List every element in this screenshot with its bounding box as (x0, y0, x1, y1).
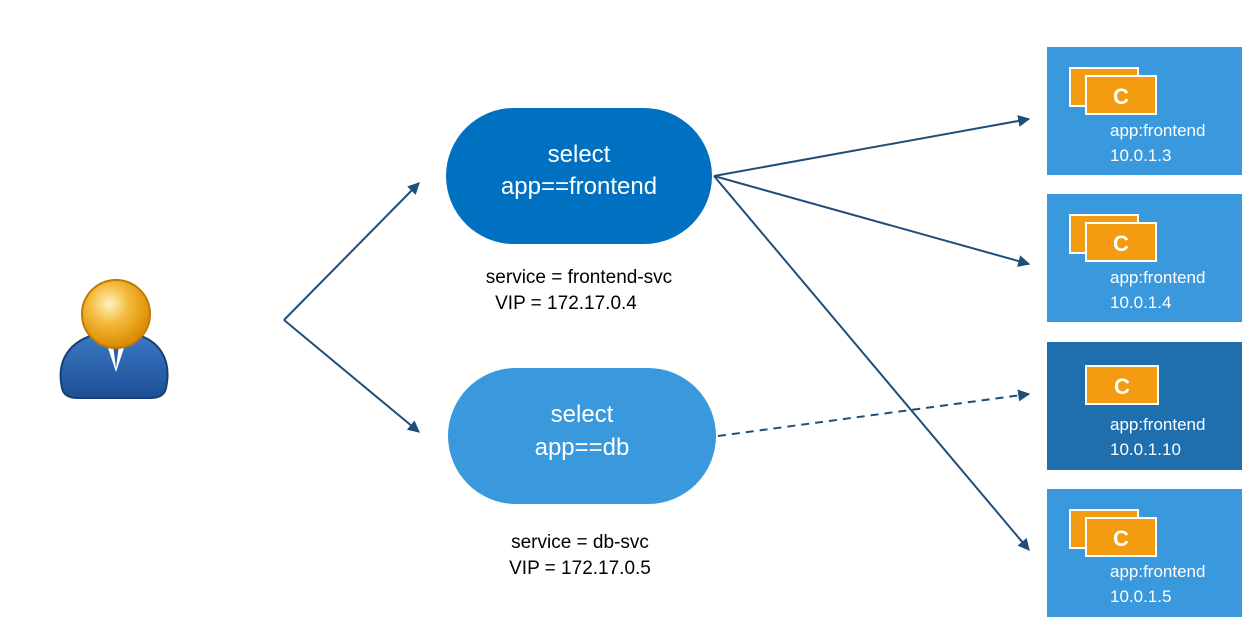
service-frontend-vip-label: VIP = 172.17.0.4 (495, 293, 637, 314)
service-frontend-line2: app==frontend (501, 173, 657, 200)
service-frontend-name-label: service = frontend-svc (486, 267, 672, 288)
pod-box (1047, 342, 1242, 470)
container-icon (1085, 517, 1157, 557)
pod-label: app:frontend (1110, 268, 1205, 287)
pod-label: app:frontend (1110, 562, 1205, 581)
edge-client-to-frontend-svc (283, 182, 420, 321)
pod-label: app:frontend (1110, 415, 1205, 434)
pod-label: app:frontend (1110, 121, 1205, 140)
pod-ip: 10.0.1.10 (1110, 440, 1181, 459)
container-icon (1085, 222, 1157, 262)
edge-frontend-svc-to-pod-2 (713, 175, 1031, 267)
pod-ip: 10.0.1.4 (1110, 293, 1171, 312)
container-letter: C (1113, 231, 1129, 256)
service-frontend-line1: select (548, 141, 611, 168)
pod-ip: 10.0.1.3 (1110, 146, 1171, 165)
edge-frontend-svc-to-pod-4 (713, 175, 1030, 551)
user-head (81, 279, 151, 349)
service-db-line2: app==db (535, 434, 630, 461)
container-letter: C (1113, 526, 1129, 551)
container-letter: C (1114, 374, 1130, 399)
service-frontend-shape (446, 108, 712, 244)
service-db-vip-label: VIP = 172.17.0.5 (509, 558, 651, 579)
pod-4: C app:frontend 10.0.1.5 (1047, 489, 1242, 617)
container-letter: C (1113, 84, 1129, 109)
service-db-line1: select (551, 401, 614, 428)
service-db: select app==db service = db-svc VIP = 17… (448, 368, 716, 579)
pod-2: C app:frontend 10.0.1.4 (1047, 194, 1242, 322)
pod-3: C app:frontend 10.0.1.10 (1047, 342, 1242, 470)
edge-client-to-db-svc (283, 319, 420, 433)
container-icon (1085, 75, 1157, 115)
user-icon (59, 279, 169, 399)
pod-ip: 10.0.1.5 (1110, 587, 1171, 606)
container-icon (1085, 365, 1159, 405)
edges (283, 115, 1031, 551)
edge-frontend-svc-to-pod-1 (713, 115, 1031, 177)
service-db-shape (448, 368, 716, 504)
pod-1: C app:frontend 10.0.1.3 (1047, 47, 1242, 175)
service-frontend: select app==frontend service = frontend-… (446, 108, 712, 314)
edge-db-svc-to-pod-3 (717, 389, 1031, 437)
service-db-name-label: service = db-svc (511, 532, 649, 553)
